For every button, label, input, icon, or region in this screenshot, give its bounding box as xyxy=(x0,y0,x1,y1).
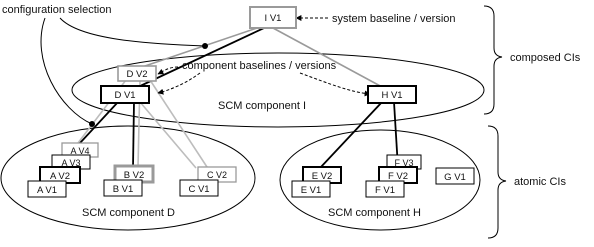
label-scm-component-h: SCM component H xyxy=(328,207,421,219)
hv1-label: H V1 xyxy=(381,90,402,101)
label-composed-cis: composed CIs xyxy=(510,52,581,64)
version-box-bv1: B V1 xyxy=(103,179,143,197)
bv1-label: B V1 xyxy=(113,184,134,195)
bv2-label: B V2 xyxy=(124,170,145,181)
version-box-cv2: C V2 xyxy=(197,166,237,183)
dv2-label: D V2 xyxy=(126,69,147,80)
av2-label: A V2 xyxy=(50,171,70,182)
label-scm-component-i: SCM component I xyxy=(218,100,306,112)
config-selection-dot-bottom xyxy=(89,121,95,127)
cv2-label: C V2 xyxy=(207,170,227,180)
fv3-label: F V3 xyxy=(394,158,413,168)
label-system-baseline: system baseline / version xyxy=(332,13,456,25)
baseline-arrow-dv2 xyxy=(157,66,179,75)
baseline-arrow-dv1 xyxy=(157,72,201,95)
atomic-cis-brace xyxy=(487,125,507,239)
version-box-cv1: C V1 xyxy=(179,179,219,197)
version-box-av1: A V1 xyxy=(27,180,67,198)
composed-cis-brace xyxy=(483,5,503,115)
line-hv1-ev2 xyxy=(319,101,383,169)
line-iv1-dv1 xyxy=(137,27,265,88)
scm-component-h-ellipse xyxy=(279,129,481,231)
gv1-label: G V1 xyxy=(444,172,466,183)
dv1-label: D V1 xyxy=(114,90,135,101)
line-dv1-bv2 xyxy=(132,101,135,169)
ev2-label: E V2 xyxy=(312,171,333,182)
version-box-fv2: F V2 xyxy=(378,166,418,184)
config-selection-curve-2 xyxy=(40,17,93,125)
cv1-label: C V1 xyxy=(188,184,209,195)
label-component-baselines: component baselines / versions xyxy=(182,60,337,72)
line-iv1-hv1 xyxy=(272,27,385,89)
av1-label: A V1 xyxy=(37,185,57,196)
fv1-label: F V1 xyxy=(375,185,395,196)
line-iv1-dv2 xyxy=(141,27,258,68)
version-box-ev1: E V1 xyxy=(291,180,331,198)
version-box-dv2: D V2 xyxy=(117,65,157,82)
version-box-gv1: G V1 xyxy=(435,167,475,185)
line-dv1-cv2 xyxy=(139,101,197,169)
config-selection-dot-top xyxy=(202,43,208,49)
scm-component-i-ellipse xyxy=(71,52,485,128)
baseline-arrow-hv1 xyxy=(299,72,371,97)
label-atomic-cis: atomic CIs xyxy=(514,176,566,188)
av4-label: A V4 xyxy=(70,146,89,156)
version-box-dv1: D V1 xyxy=(100,85,150,104)
version-box-hv1: H V1 xyxy=(367,85,417,104)
scm-component-d-ellipse xyxy=(0,125,256,231)
av3-label: A V3 xyxy=(61,158,80,168)
fv2-label: F V2 xyxy=(388,171,408,182)
config-selection-curve xyxy=(59,17,206,47)
version-box-iv1: I V1 xyxy=(249,6,297,29)
ev1-label: E V1 xyxy=(301,185,322,196)
label-scm-component-d: SCM component D xyxy=(82,207,175,219)
version-box-fv1: F V1 xyxy=(365,180,405,198)
iv1-label: I V1 xyxy=(265,13,282,24)
version-box-bv2: B V2 xyxy=(113,164,155,184)
label-configuration-selection: configuration selection xyxy=(2,4,111,16)
